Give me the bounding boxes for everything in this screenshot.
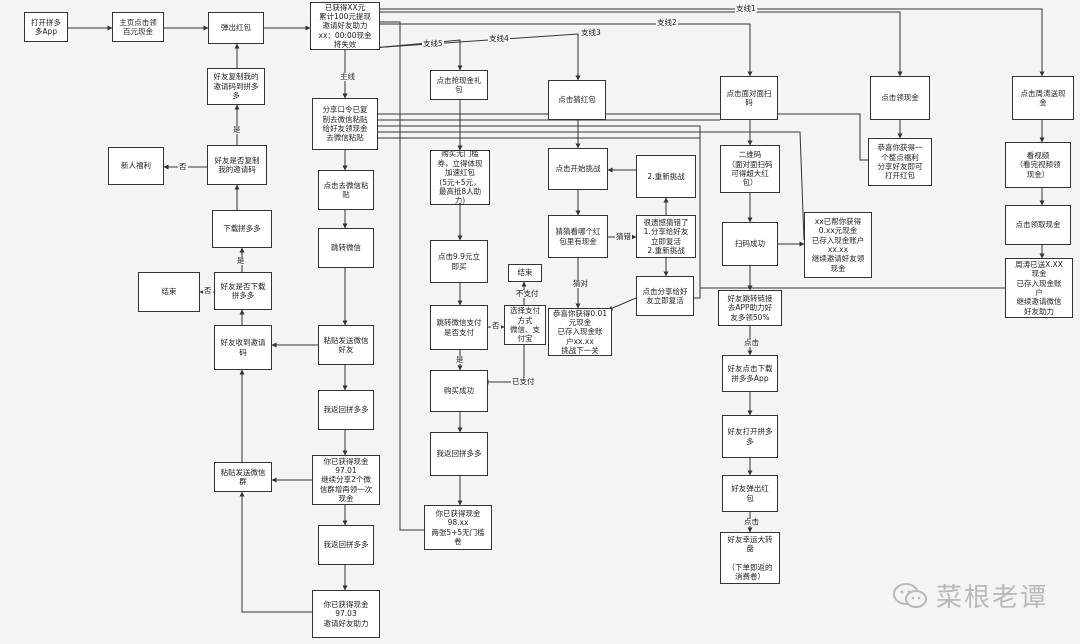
label-not-paid: 不支付 [515, 289, 540, 298]
node-friend-popup: 好友弹出红 包 [722, 475, 778, 512]
node-rechallenge: 2.重新挑战 [636, 155, 696, 198]
node-popup-red: 弹出红包 [208, 12, 264, 44]
node-click-guess: 点击猜红包 [548, 80, 606, 120]
node-pay-method: 选择支付 方式 微信、支 付宝 [504, 305, 546, 345]
label-no-2: 否 [203, 286, 213, 295]
node-got-9703: 你已获得现金 97.03 邀请好友助力 [312, 590, 380, 638]
label-main: 主线 [339, 72, 356, 81]
edge [380, 23, 753, 77]
node-paste-group: 粘贴发送微信 群 [214, 462, 272, 492]
node-got-9701: 你已获得现金 97.01 继续分享2个微 信群增再领一次 现金 [312, 455, 380, 505]
label-paid: 已支付 [511, 377, 536, 386]
edge [371, 129, 805, 241]
node-click-scan: 点击面对面扫 码 [720, 76, 778, 120]
node-click-99: 点击9.9元立 即买 [430, 240, 488, 283]
label-no-3: 否 [491, 321, 501, 330]
node-back-pdd-1: 我返回拼多多 [318, 390, 374, 430]
label-branch-4: 支线4 [488, 34, 510, 43]
node-friend-jump: 好友跳转链接 去APP助力好 友多领50% [718, 290, 782, 326]
node-share-revive: 点击分享给好 友立即复活 [636, 276, 694, 316]
node-sorry: 很遗憾猜错了 1.分享给好友 立即复活 2.重新挑战 [636, 215, 696, 258]
node-start-challenge: 点击开始挑战 [548, 148, 608, 190]
node-guess-which: 猜猜看哪个红 包里有现金 [548, 215, 608, 258]
node-back-pdd-3: 我返回拼多多 [430, 432, 488, 476]
edge [361, 39, 463, 71]
node-download: 下载拼多多 [212, 210, 272, 248]
watermark: 菜根老谭 [892, 577, 1048, 614]
label-click-1: 点击 [743, 338, 760, 347]
edge [239, 491, 312, 613]
node-back-pdd-2: 我返回拼多多 [318, 525, 374, 565]
node-jump-wechat: 跳转微信 [318, 228, 374, 268]
edge [380, 8, 1045, 77]
node-friend-receive: 好友收到邀请 码 [214, 325, 272, 370]
edge [371, 135, 1005, 289]
watermark-text: 菜根老谭 [936, 583, 1049, 613]
node-click-grab: 点击抢现金礼 包 [430, 70, 488, 100]
node-click-paste: 点击去微信粘 贴 [318, 170, 374, 210]
label-yes-2: 是 [236, 256, 246, 265]
node-friend-open: 好友打开拼多 多 [722, 415, 778, 458]
label-guess-right: 猜对 [572, 279, 589, 288]
label-click-2: 点击 [743, 517, 760, 526]
node-congrats-001: 恭喜你获得0.01 元现金 已存入现金账 户xx.xx 挑战下一关 [548, 308, 612, 356]
node-congrats-bonus: 恭喜你获得一 个整点福利 分享好友即可 打开红包 [868, 138, 932, 186]
node-buy-success: 购买成功 [430, 370, 488, 412]
node-friend-is-copy: 好友是否复制 我的邀请码 [207, 145, 267, 185]
label-branch-5: 支线5 [422, 39, 444, 48]
node-end-1: 结束 [138, 272, 200, 312]
label-branch-2: 支线2 [656, 18, 678, 27]
label-yes-1: 是 [232, 125, 242, 134]
node-end-2: 结束 [508, 264, 542, 282]
node-new-user: 新人福利 [108, 147, 164, 185]
label-branch-3: 支线3 [580, 28, 602, 37]
edge [380, 11, 903, 77]
node-jump-pay: 跳转微信支付 是否支付 [430, 305, 488, 350]
label-no-1: 否 [178, 162, 188, 171]
node-watch-video: 看视频 （看完视频领 现金） [1005, 142, 1071, 188]
node-friend-download: 好友点击下载 拼多多App [722, 355, 778, 392]
edge [371, 111, 870, 161]
node-qrcode: 二维码 （面对面扫码 可得超大红 包） [720, 145, 780, 193]
node-click-collect: 点击领现金 [870, 76, 930, 120]
wechat-logo-icon [893, 582, 927, 608]
edge [607, 297, 637, 311]
label-guess-wrong: 猜错 [615, 232, 632, 241]
node-friend-copy: 好友复制我的 邀请码到拼多 多 [207, 68, 265, 105]
node-buy-ticket: 购买无门槛 券，立得体现 加速红包 (5元+5元， 最高抵8人助 力) [430, 150, 490, 205]
node-got-xx: 已获得XX元 累计100元提现 邀请好友助力 xx：00:00现金 将失效 [310, 2, 380, 50]
node-click-weekly: 点击周涛送现 金 [1012, 76, 1074, 120]
node-scan-ok: 扫码成功 [722, 222, 778, 266]
node-share-code: 分享口令已复 制去微信粘贴 给好友领现金 去微信粘贴 [312, 98, 378, 150]
label-yes-3: 是 [455, 355, 465, 364]
node-helped: xx已帮你获得 0.xx元现金 已存入现金账户 xx.xx 继续邀请好友领 现金 [804, 212, 872, 278]
node-friend-wheel: 好友幸运大转 盘 （下单即返的 消费卷） [720, 532, 780, 584]
node-paste-friend: 粘贴发送微信 好友 [318, 325, 374, 365]
node-open-app: 打开拼多 多App [24, 12, 68, 42]
node-weekly-sent: 周涛已送X.XX 现金 已存入现金账 户 继续邀请微信 好友助力 [1005, 258, 1073, 318]
label-branch-1: 支线1 [735, 4, 757, 13]
node-home-click: 主页点击领 百元现金 [112, 12, 164, 42]
node-got-98: 你已获得现金 98.xx 两张5+5无门槛 卷 [424, 505, 492, 550]
node-click-receive: 点击领取现金 [1005, 205, 1071, 245]
node-friend-is-download: 好友是否下载 拼多多 [214, 272, 272, 310]
